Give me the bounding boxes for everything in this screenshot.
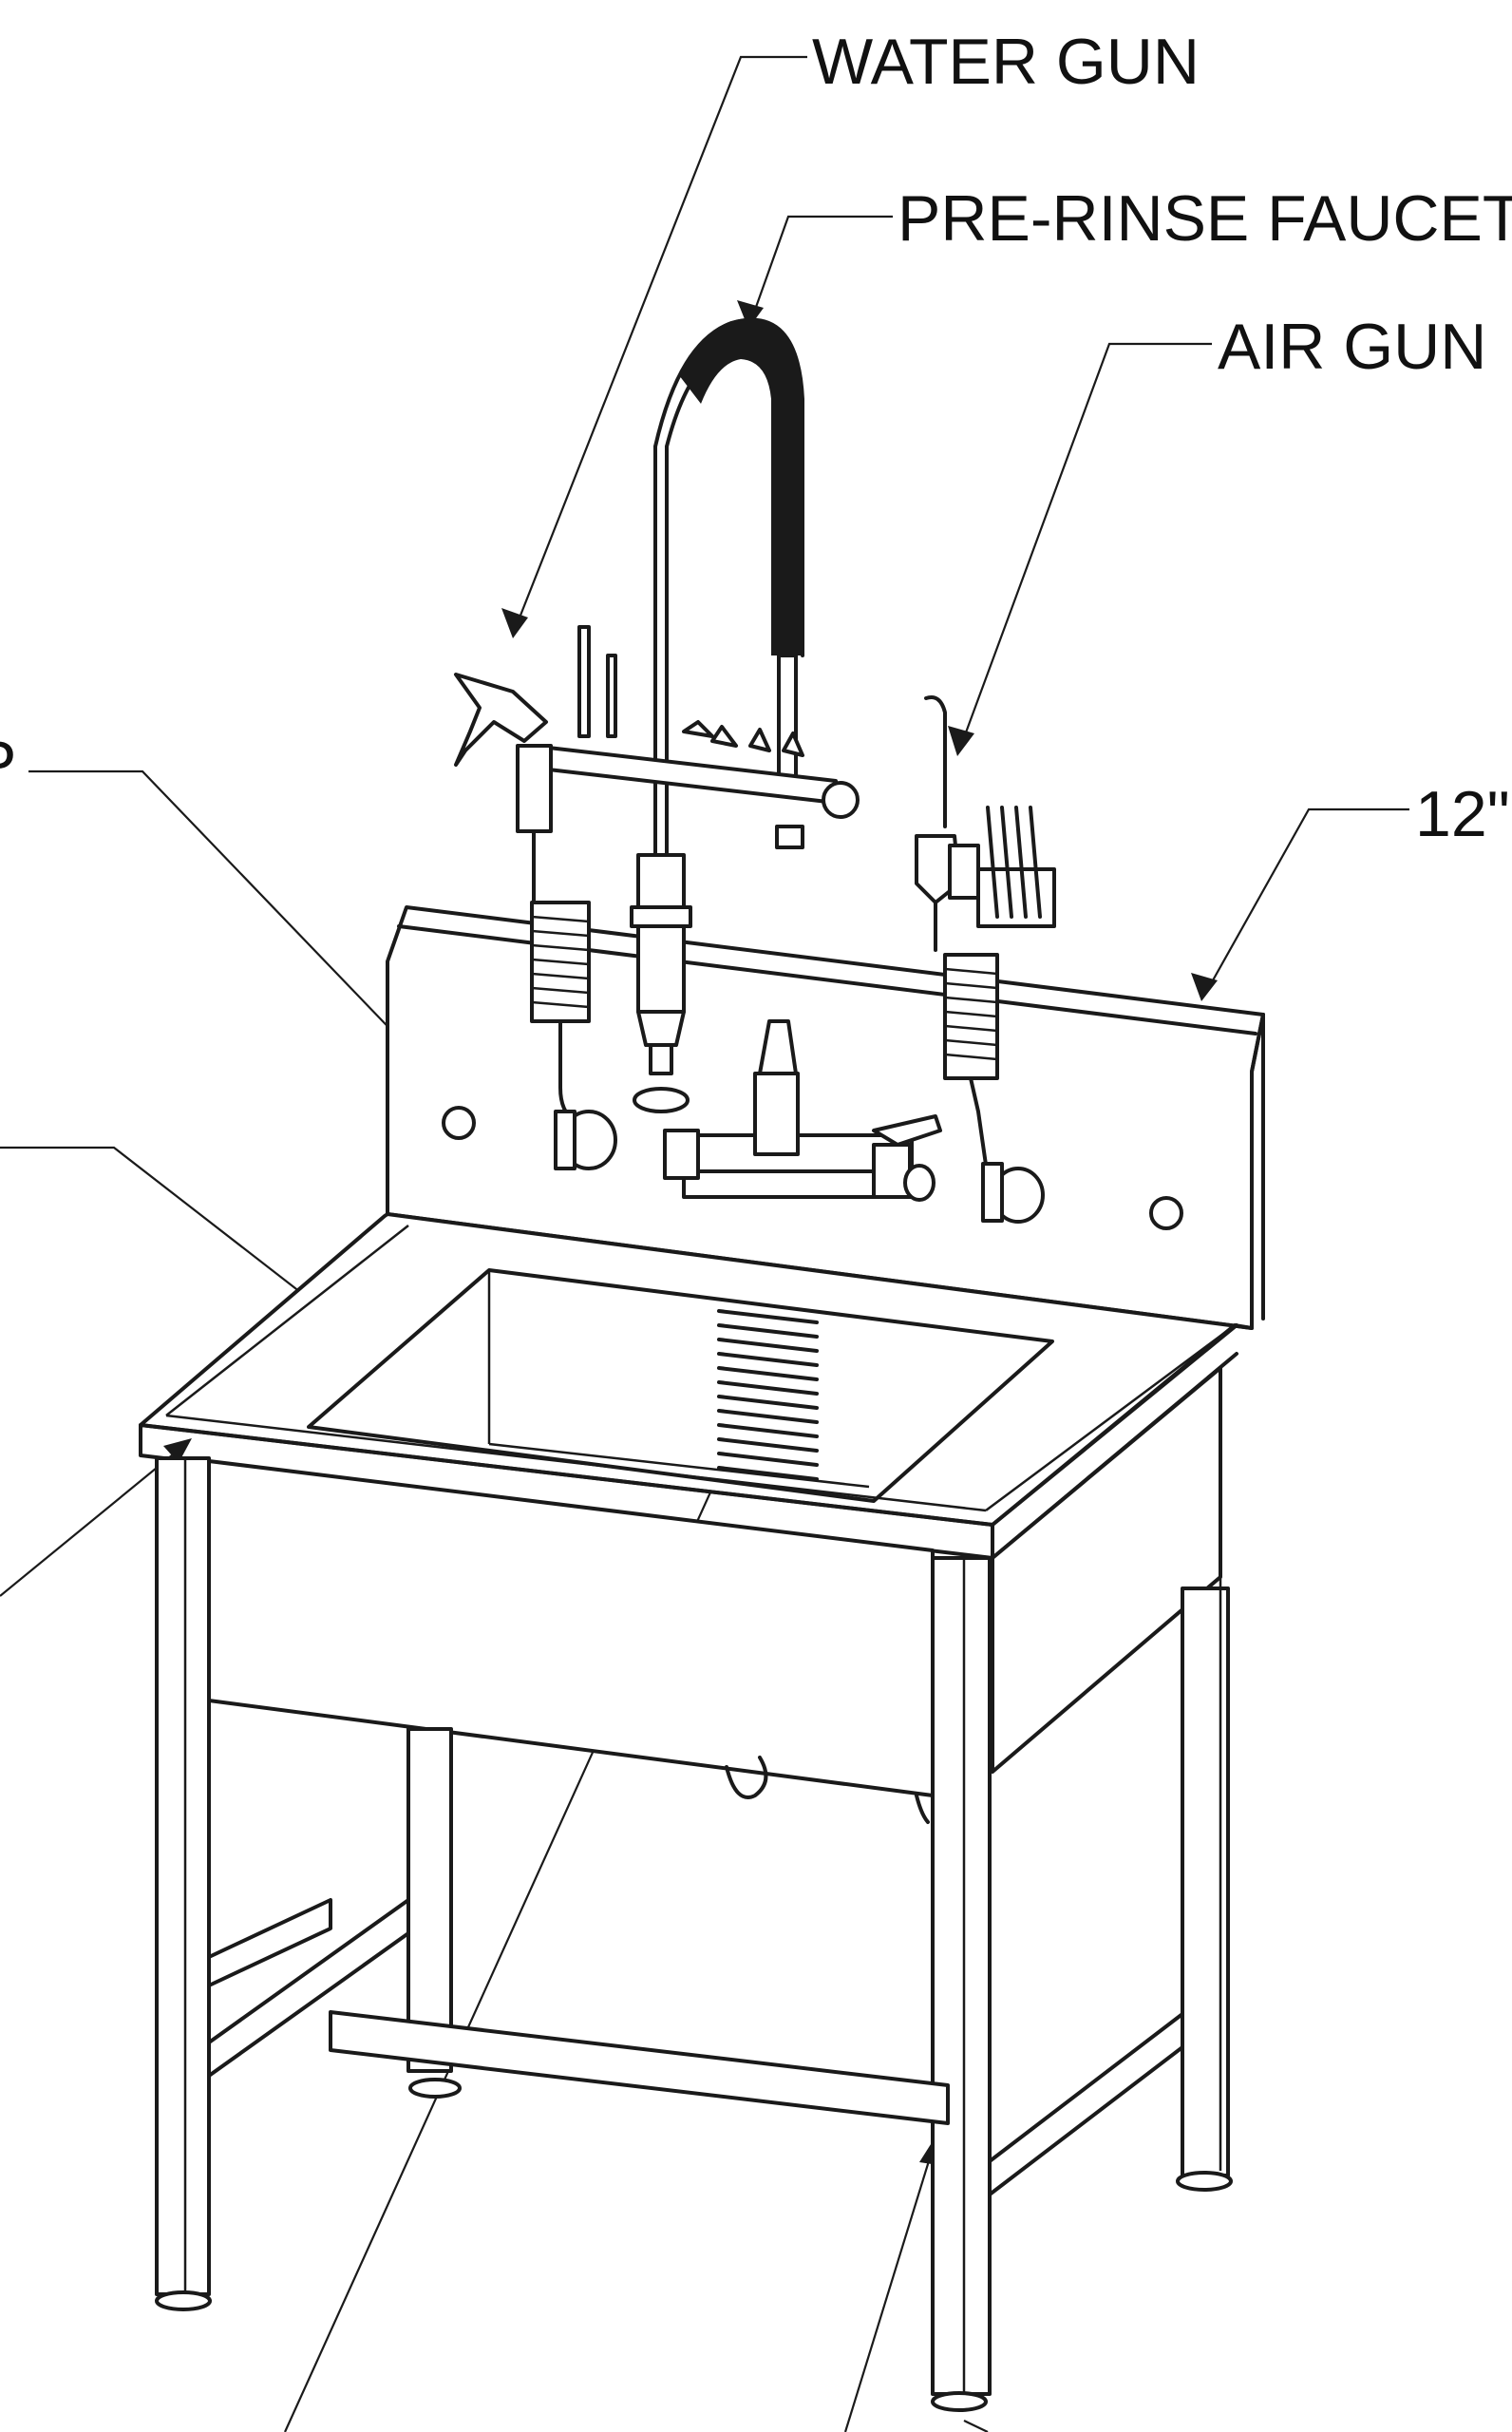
- leader-pre-rinse-faucet: [737, 215, 893, 329]
- label-cut-fragment: P: [0, 728, 16, 800]
- label-dimension-12: 12": [1415, 778, 1510, 850]
- leader-air-gun: [948, 342, 1212, 756]
- spring-coil: [679, 318, 803, 656]
- sink-deck: [139, 1212, 1254, 1560]
- leader-backsplash-hole: [28, 770, 433, 1074]
- leader-dimension-12: [1191, 808, 1409, 1001]
- leg-back-left: [406, 1727, 462, 2099]
- backsplash-hole-right: [1149, 1196, 1183, 1230]
- faucet-handle-right: [872, 1114, 942, 1147]
- nozzle-rack: [976, 806, 1056, 928]
- manifold-bar: [530, 625, 860, 819]
- leader-water-gun: [501, 55, 807, 638]
- cross-braces: [207, 1898, 1184, 2196]
- leg-back-right: [1176, 1368, 1233, 2192]
- coiled-hose-right: [943, 953, 1045, 1224]
- backsplash-hole-left: [442, 1106, 476, 1140]
- drain-trap: [725, 1756, 768, 1799]
- leg-front-left: [155, 1456, 212, 2311]
- coiled-hose-left: [530, 901, 617, 1170]
- leg-front-right: [931, 1556, 992, 2412]
- label-pre-rinse-faucet: PRE-RINSE FAUCET: [898, 182, 1512, 255]
- label-air-gun: AIR GUN: [1218, 311, 1486, 383]
- drain-grate: [717, 1309, 819, 1481]
- air-gun: [915, 695, 1056, 952]
- water-gun: [454, 673, 553, 904]
- pre-rinse-faucet: [630, 317, 942, 1202]
- label-water-gun: WATER GUN: [812, 26, 1200, 98]
